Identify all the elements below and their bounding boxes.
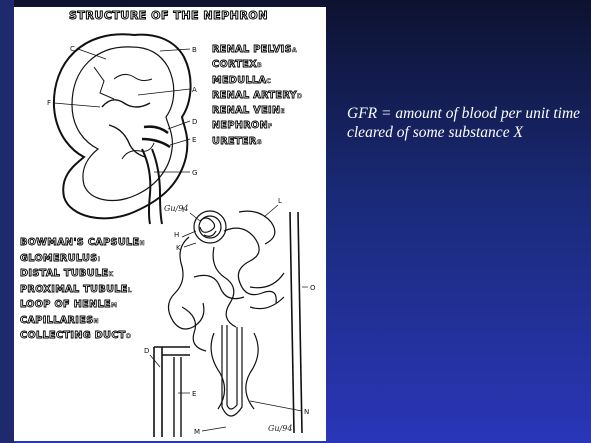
- kidney-label-b: B: [192, 46, 197, 54]
- nephron-label-i: I: [182, 206, 184, 214]
- nephron-label-o: O: [310, 284, 316, 292]
- nephron-legend-item: PROXIMAL TUBULEL: [20, 283, 145, 299]
- nephron-label-e: E: [192, 390, 196, 398]
- gfr-definition-text: GFR = amount of blood per unit time clea…: [347, 104, 582, 142]
- kidney-drawing: [54, 34, 191, 224]
- nephron-legend-item: DISTAL TUBULEK: [20, 267, 145, 283]
- nephron-label-d: D: [144, 347, 149, 355]
- kidney-legend-item: RENAL VEINE: [212, 104, 302, 119]
- kidney-legend-item: RENAL ARTERYD: [212, 89, 302, 104]
- nephron-label-l: L: [278, 197, 282, 205]
- nephron-legend-item: LOOP OF HENLEM: [20, 298, 145, 314]
- kidney-legend-item: NEPHRONF: [212, 119, 302, 134]
- nephron-legend-item: COLLECTING DUCTO: [20, 329, 145, 345]
- kidney-legend-item: RENAL PELVISA: [212, 43, 302, 58]
- nephron-legend: BOWMAN'S CAPSULEH GLOMERULUSI DISTAL TUB…: [20, 236, 145, 345]
- kidney-label-a: A: [192, 86, 197, 94]
- kidney-part-labels: C B A F D E G: [47, 45, 197, 177]
- signature-top: Gu/94: [164, 204, 188, 213]
- kidney-label-g: G: [192, 169, 197, 177]
- kidney-legend: RENAL PELVISA CORTEXB MEDULLAC RENAL ART…: [212, 43, 302, 150]
- kidney-label-c: C: [70, 45, 75, 53]
- nephron-label-m: M: [194, 428, 200, 436]
- kidney-legend-item: MEDULLAC: [212, 74, 302, 89]
- signature-bottom: Gu/94: [268, 424, 292, 433]
- kidney-label-e: E: [192, 136, 196, 144]
- nephron-label-n: N: [304, 408, 309, 416]
- nephron-label-k: K: [176, 244, 181, 252]
- nephron-drawing: [150, 205, 308, 437]
- left-accent-bar: [0, 0, 14, 443]
- kidney-label-d: D: [192, 118, 197, 126]
- nephron-legend-item: CAPILLARIESN: [20, 314, 145, 330]
- kidney-legend-item: URETERG: [212, 135, 302, 150]
- nephron-legend-item: GLOMERULUSI: [20, 252, 145, 268]
- kidney-legend-item: CORTEXB: [212, 58, 302, 73]
- nephron-worksheet-image: STRUCTURE OF THE NEPHRON C B: [14, 7, 326, 441]
- nephron-legend-item: BOWMAN'S CAPSULEH: [20, 236, 145, 252]
- kidney-label-f: F: [47, 99, 51, 107]
- nephron-label-h: H: [174, 231, 179, 239]
